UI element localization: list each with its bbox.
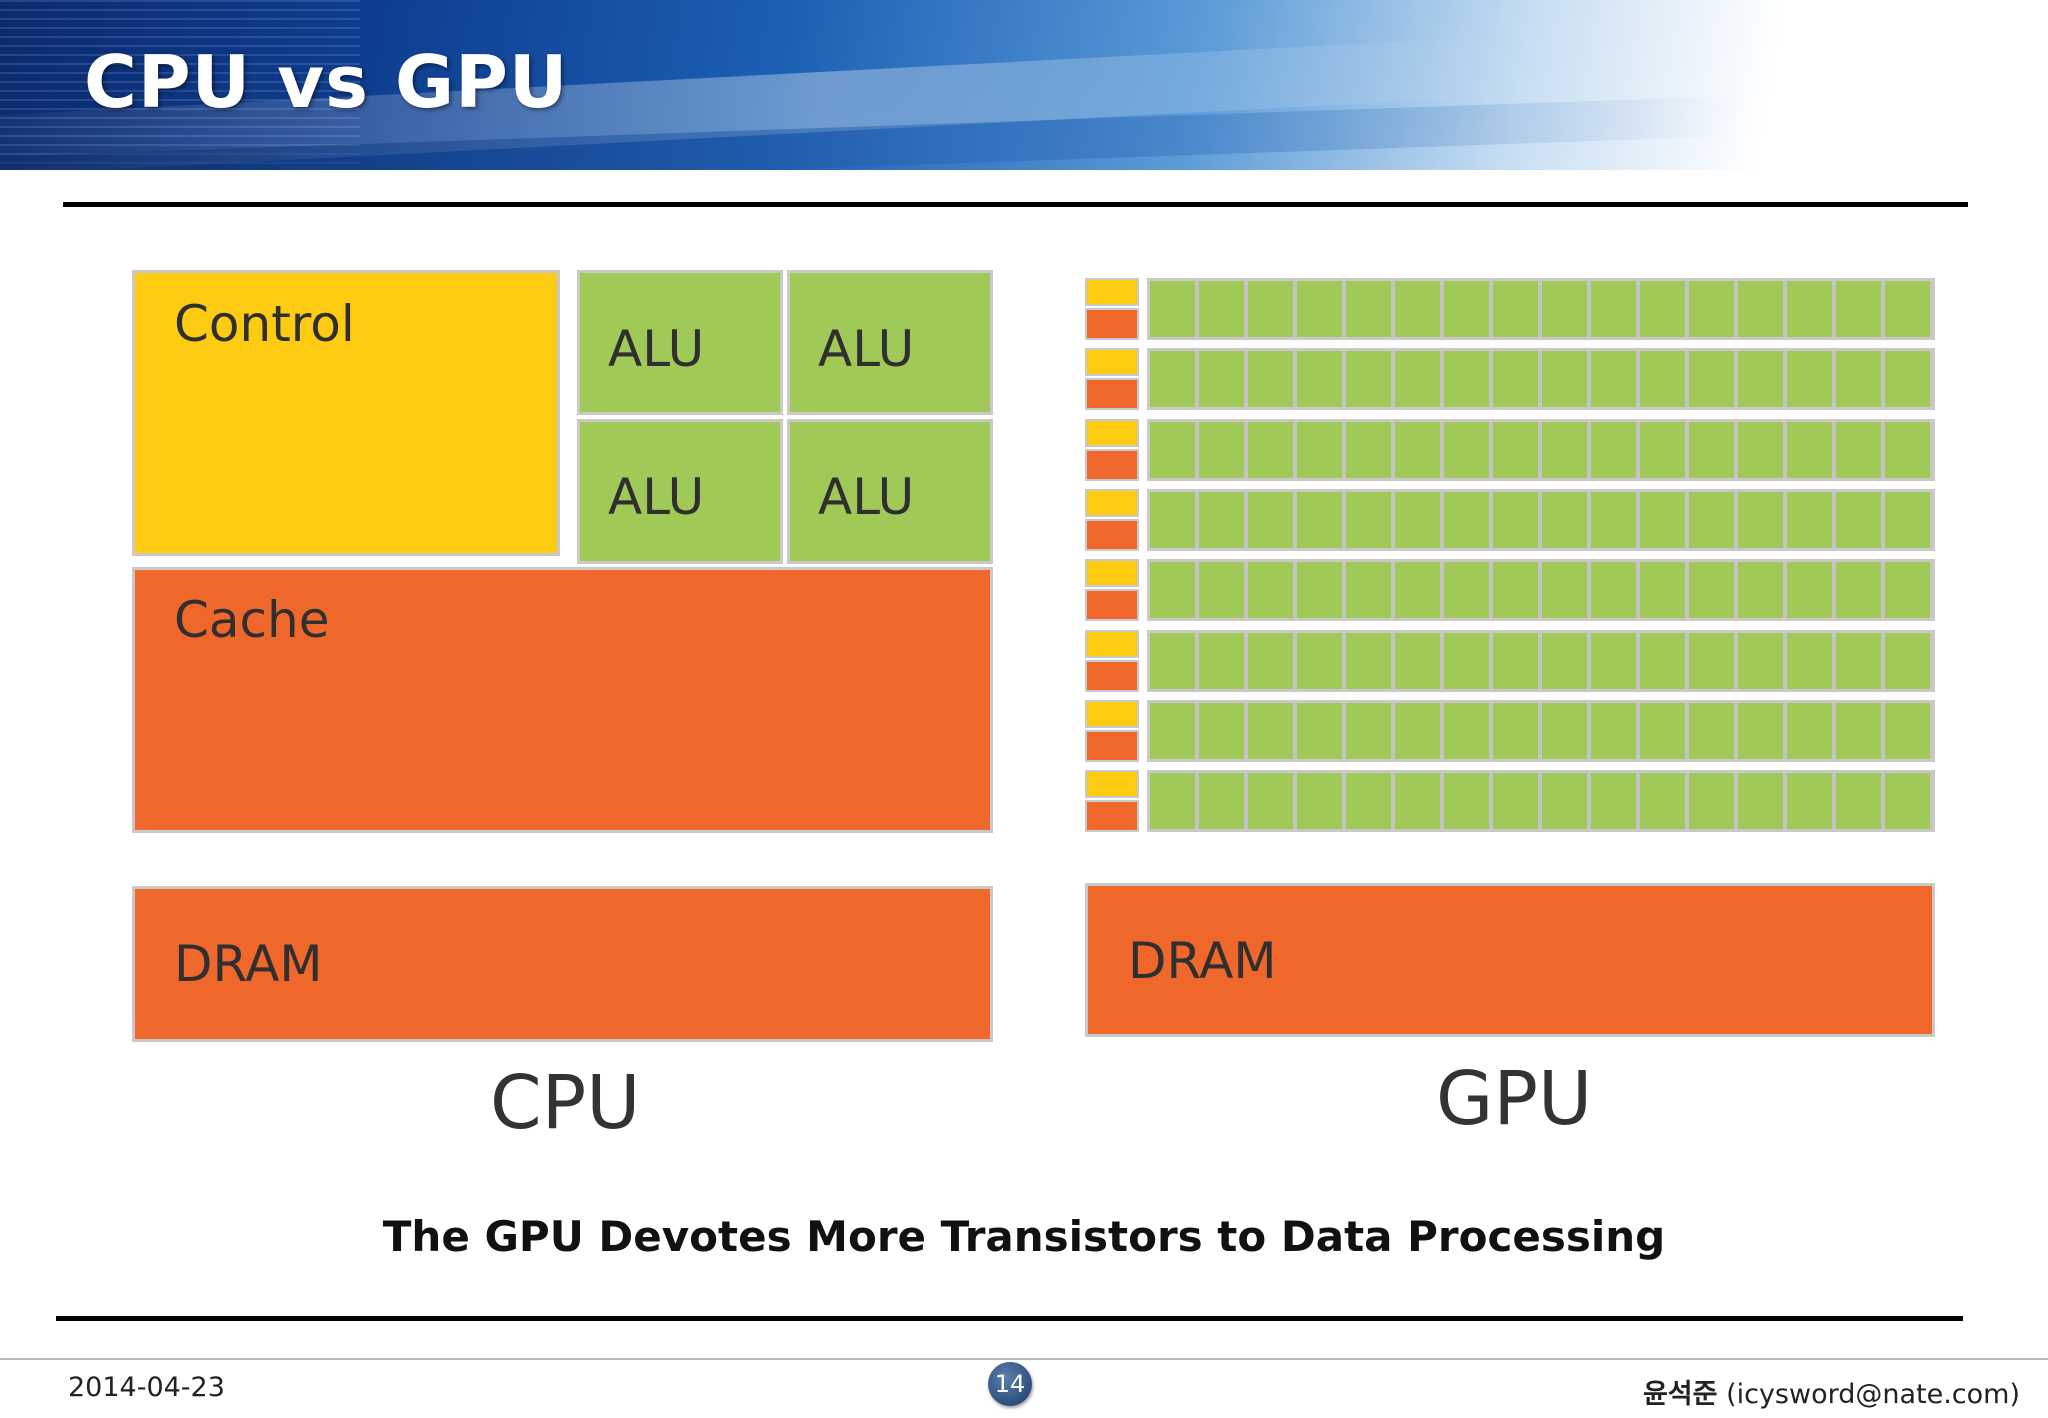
gpu-control-cell: [1085, 348, 1139, 376]
gpu-cache-cell: [1085, 449, 1139, 481]
footer-date: 2014-04-23: [68, 1372, 225, 1403]
gpu-control-cell: [1085, 630, 1139, 658]
cpu-alu-label: ALU: [818, 468, 915, 526]
author-email: (icysword@nate.com): [1726, 1379, 2020, 1410]
page-number-badge: 14: [988, 1362, 1032, 1406]
cpu-alu-label: ALU: [608, 320, 705, 378]
title-banner: [0, 0, 2048, 170]
gpu-control-cell: [1085, 770, 1139, 798]
gpu-alu-strip: [1147, 348, 1935, 410]
cpu-control-block: [132, 270, 560, 556]
cpu-cache-label: Cache: [174, 591, 330, 649]
gpu-alu-strip: [1147, 700, 1935, 762]
banner-code-texture: [0, 0, 360, 170]
gpu-alu-strip: [1147, 419, 1935, 481]
gpu-alu-strip: [1147, 630, 1935, 692]
gpu-core-row: [1085, 348, 1935, 410]
footer-author: 윤석준 (icysword@nate.com): [1643, 1372, 2020, 1411]
gpu-core-row: [1085, 489, 1935, 551]
gpu-cache-cell: [1085, 730, 1139, 762]
gpu-dram-label: DRAM: [1128, 932, 1277, 990]
gpu-core-row: [1085, 278, 1935, 340]
slide-subtitle: The GPU Devotes More Transistors to Data…: [382, 1212, 1666, 1261]
gpu-alu-strip: [1147, 489, 1935, 551]
cpu-control-label: Control: [174, 295, 355, 353]
gpu-cache-cell: [1085, 660, 1139, 692]
gpu-alu-strip: [1147, 278, 1935, 340]
gpu-cache-cell: [1085, 589, 1139, 621]
footer-line: [0, 1358, 2048, 1360]
gpu-dram-block: [1085, 883, 1935, 1037]
cpu-alu-block: [787, 270, 993, 415]
bottom-divider: [56, 1316, 1963, 1321]
top-divider: [63, 202, 1968, 207]
cpu-alu-label: ALU: [608, 468, 705, 526]
gpu-control-cell: [1085, 559, 1139, 587]
gpu-core-row: [1085, 700, 1935, 762]
gpu-core-row: [1085, 559, 1935, 621]
gpu-cache-cell: [1085, 519, 1139, 551]
gpu-control-cell: [1085, 419, 1139, 447]
gpu-control-cell: [1085, 489, 1139, 517]
gpu-alu-strip: [1147, 559, 1935, 621]
gpu-control-cell: [1085, 278, 1139, 306]
gpu-alu-strip: [1147, 770, 1935, 832]
cpu-dram-block: [132, 886, 993, 1042]
gpu-cache-cell: [1085, 378, 1139, 410]
cpu-cache-block: [132, 567, 993, 833]
author-name: 윤석준: [1642, 1379, 1718, 1410]
gpu-control-cell: [1085, 700, 1139, 728]
cpu-alu-block: [787, 419, 993, 564]
cpu-alu-label: ALU: [818, 320, 915, 378]
slide-title: CPU vs GPU: [84, 40, 569, 124]
cpu-caption: CPU: [490, 1060, 641, 1146]
gpu-core-grid: [1085, 278, 1935, 832]
gpu-core-row: [1085, 770, 1935, 832]
gpu-core-row: [1085, 630, 1935, 692]
gpu-core-row: [1085, 419, 1935, 481]
gpu-cache-cell: [1085, 308, 1139, 340]
cpu-alu-block: [577, 270, 783, 415]
cpu-alu-block: [577, 419, 783, 564]
gpu-caption: GPU: [1436, 1056, 1593, 1142]
cpu-dram-label: DRAM: [174, 935, 323, 993]
gpu-cache-cell: [1085, 800, 1139, 832]
